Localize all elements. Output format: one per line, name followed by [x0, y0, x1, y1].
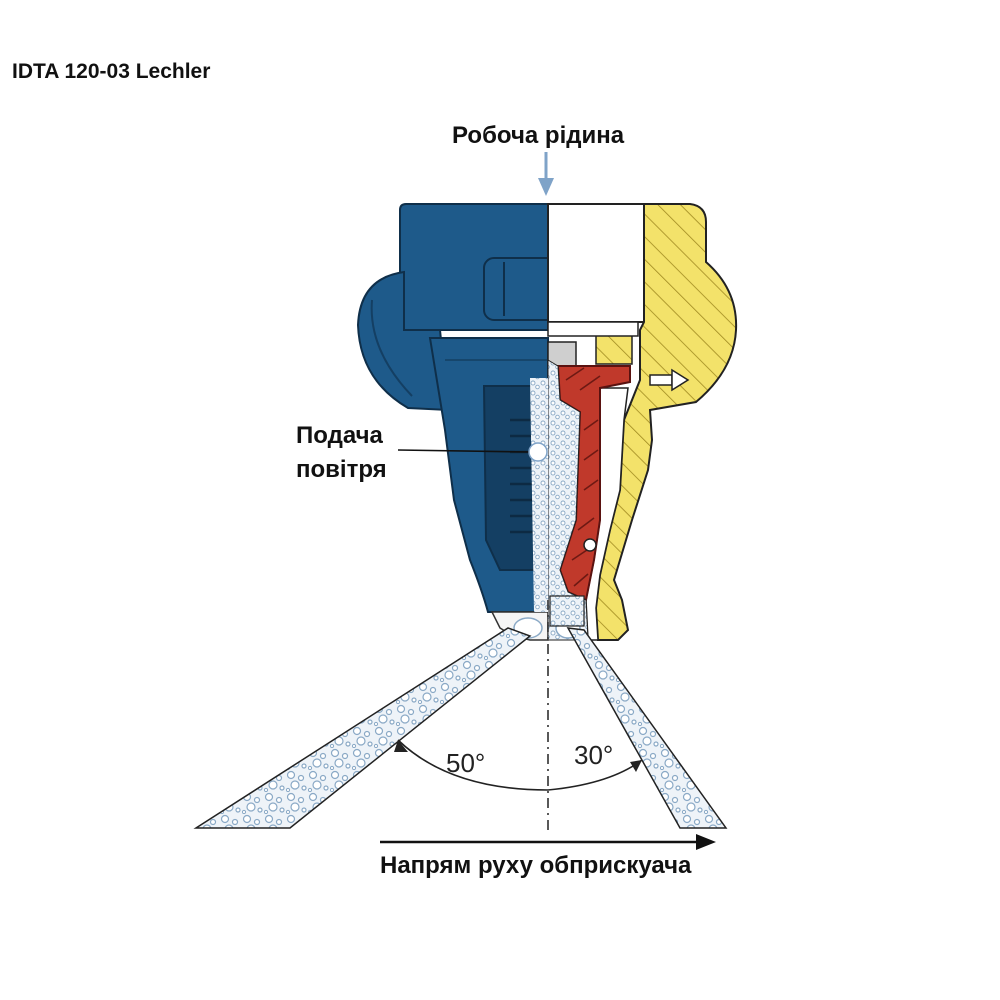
air-supply-label-line2: повітря [296, 456, 387, 483]
front-angle-arc [397, 739, 549, 791]
front-angle-label: 50° [446, 748, 485, 778]
nozzle-section-right-half [547, 203, 738, 641]
liquid-inlet-label: Робоча рідина [452, 122, 625, 149]
white-outflow-arrow [649, 368, 690, 392]
air-supply-label-line1: Подача [296, 422, 383, 449]
air-supply-pointer [397, 442, 548, 462]
rear-spray-fan [566, 627, 728, 829]
front-spray-fan [193, 627, 532, 829]
travel-direction-arrow [380, 834, 716, 850]
rear-angle-label: 30° [574, 740, 613, 770]
diagram-title: IDTA 120-03 Lechler [12, 60, 211, 83]
air-bubble-channel [530, 378, 548, 612]
travel-direction-label: Напрям руху обприскуача [380, 852, 692, 879]
nozzle-body-left-half [356, 203, 591, 641]
liquid-inlet-arrow [538, 152, 554, 196]
